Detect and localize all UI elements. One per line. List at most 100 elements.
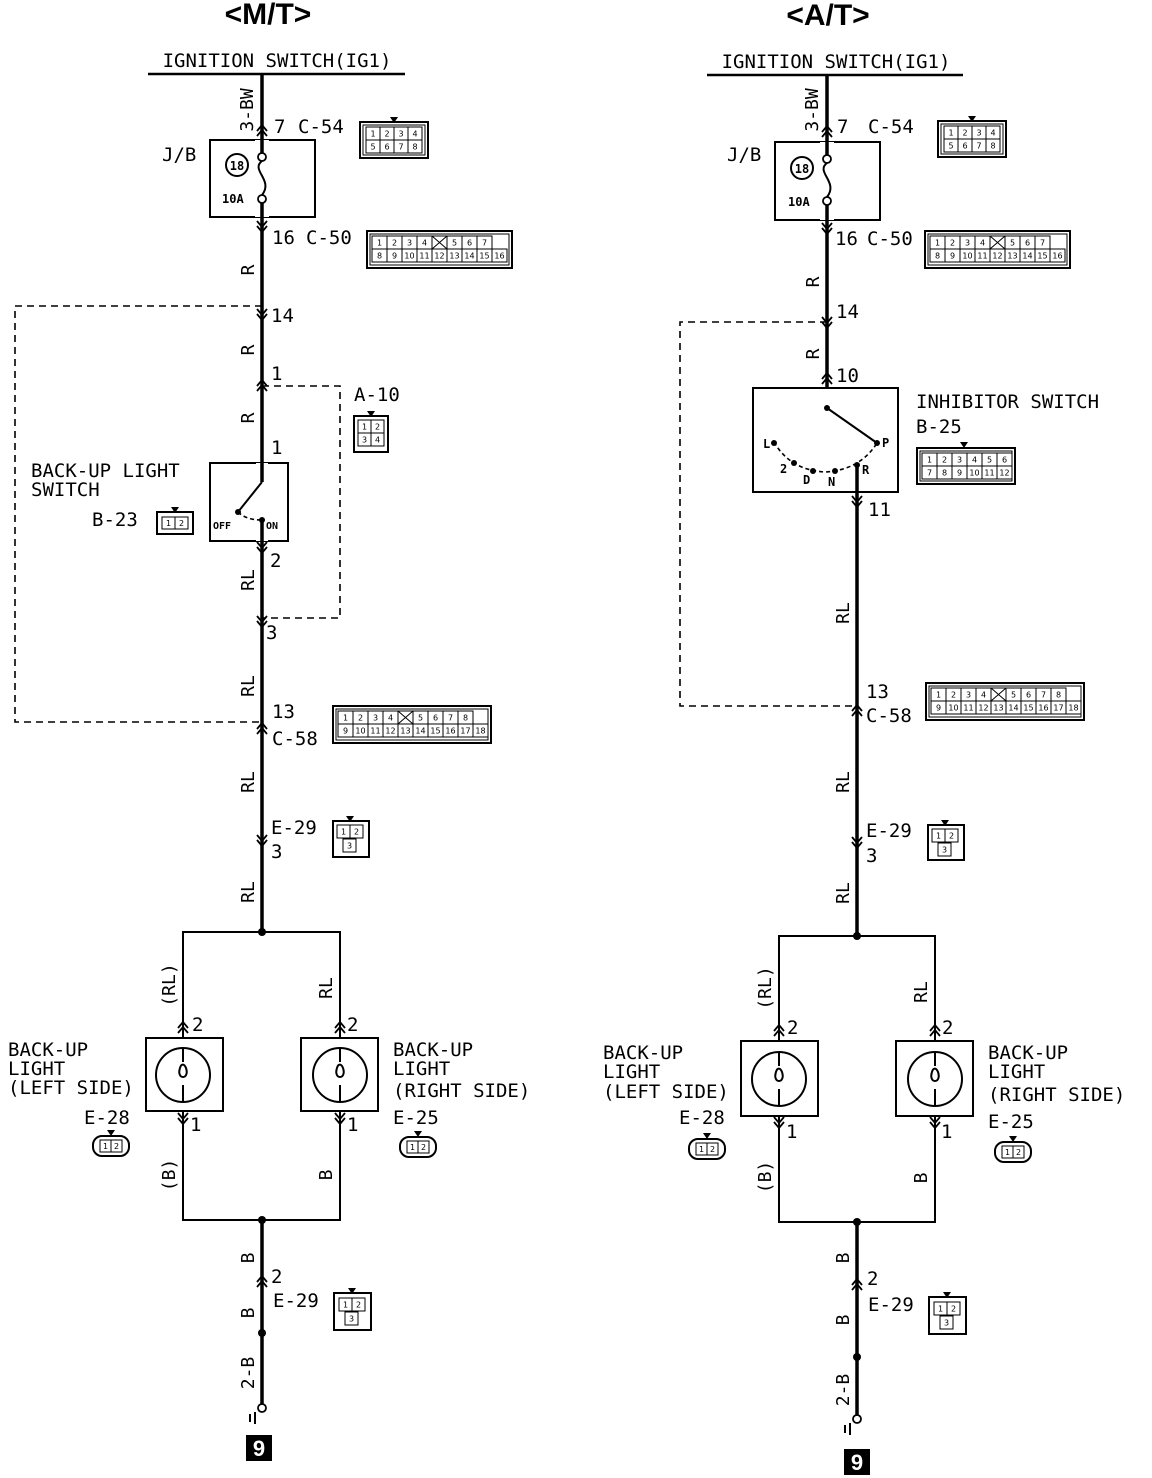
at-c54-pins-pin-label: 7 — [976, 142, 981, 151]
at-c58-pins-pin-label: 1 — [936, 691, 941, 700]
mt-wire-b1: B — [238, 1253, 259, 1264]
at-e29b-pin3-pin-label: 3 — [944, 1319, 949, 1328]
at-e29-pins-pin-label: 2 — [949, 832, 954, 841]
at-c54-pins-pin-label: 5 — [948, 142, 953, 151]
mt-c50-pins-pin-label: 5 — [452, 239, 457, 248]
mt-header: <M/T> — [225, 0, 312, 31]
mt-lamp-right-pin2: 2 — [347, 1014, 358, 1036]
at-right-lamp-label-3: (RIGHT SIDE) — [988, 1084, 1125, 1106]
at-wire-rl4: RL — [833, 882, 854, 904]
mt-c50-label: C-50 — [306, 227, 352, 249]
mt-right-lamp-label-3: (RIGHT SIDE) — [393, 1080, 530, 1102]
mt-jb-label: J/B — [162, 144, 196, 166]
at-b25-pins-pin-label: 11 — [984, 469, 994, 478]
at-e25-pins-cell — [1012, 1145, 1025, 1159]
mt-switch-off: OFF — [213, 521, 231, 532]
at-b25-pins-pin-label: 9 — [957, 469, 962, 478]
at-c50-pins-pin-label: 13 — [1007, 252, 1017, 261]
mt-ground-symbol — [249, 1403, 267, 1424]
mt-ignition-switch-label: IGNITION SWITCH(IG1) — [163, 50, 392, 72]
at-b25-pins-pin-label: 1 — [927, 456, 932, 465]
mt-c54-pins-pin-label: 6 — [384, 143, 389, 152]
mt-c58-pins-pin-label: 13 — [400, 727, 410, 736]
at-wire-b2: B — [833, 1315, 854, 1326]
mt-fuse-number: 18 — [230, 159, 244, 173]
mt-a10-pin: 1 — [271, 363, 282, 385]
at-e29-pin3-cell — [937, 842, 952, 857]
at-wire-b-left: (B) — [755, 1161, 776, 1194]
at-fuse-number: 18 — [795, 162, 809, 176]
mt-switch-pin1: 1 — [271, 437, 282, 459]
at-ground-symbol — [844, 1414, 862, 1435]
at-pos-n: N — [828, 475, 835, 489]
at-c50-pins-cell — [1049, 248, 1066, 263]
mt-c50-pins-pin-label: 16 — [494, 252, 504, 261]
at-jb-label: J/B — [727, 144, 761, 166]
at-c54-pins-pin-label: 4 — [990, 129, 995, 138]
mt-c58-pins-pin-label: 11 — [370, 727, 380, 736]
mt-c54-pin: 7 — [274, 116, 285, 138]
mt-e29-pin: 3 — [271, 841, 282, 863]
at-c50-pins-pin-label: 15 — [1037, 252, 1047, 261]
mt-e25-pins-pin-label: 2 — [421, 1143, 426, 1152]
at-wire-rl1: RL — [833, 602, 854, 624]
mt-lamp-right-pin1: 1 — [347, 1114, 358, 1136]
mt-b23-pins-cell — [174, 516, 189, 530]
mt-b23-pins-pin-label: 2 — [179, 519, 184, 528]
mt-c50-pins-pin-label: 11 — [419, 252, 429, 261]
at-c50-pins-pin-label: 12 — [992, 252, 1002, 261]
at-c50-pins-pin-label: 5 — [1010, 239, 1015, 248]
at-e29b-pin3: 3 — [939, 1315, 954, 1330]
at-inhibitor-pin10: 10 — [836, 365, 859, 387]
at-b25-pins-pin-label: 3 — [957, 456, 962, 465]
at-c58-pins-pin-label: 5 — [1011, 691, 1016, 700]
mt-c58-pins-pin-label: 4 — [388, 714, 393, 723]
at-wire-rl3: RL — [833, 771, 854, 793]
at-e29b-pin3-cell — [939, 1315, 954, 1330]
at-c58-pins-pin-label: 10 — [948, 704, 958, 713]
mt-c50-pin: 16 — [272, 227, 295, 249]
mt-a10-label: A-10 — [354, 384, 400, 406]
mt-right-lamp-label-1: BACK-UP — [393, 1039, 473, 1061]
at-c50-label: C-50 — [867, 228, 913, 250]
at-wire-2b: 2-B — [833, 1374, 854, 1407]
mt-c50-pins-blank-cross — [431, 235, 448, 250]
mt-fuse-number-circle — [225, 153, 249, 177]
at-c58-pins-pin-label: 7 — [1041, 691, 1046, 700]
at-e29b-pins-pin-label: 1 — [938, 1305, 943, 1314]
mt-wire-b-left: (B) — [159, 1159, 180, 1192]
mt-ground-point: 9 — [253, 1436, 265, 1461]
mt-e29-pin3: 3 — [342, 838, 357, 853]
at-c58-pins-pin-label: 12 — [978, 704, 988, 713]
at-c58-pins-pin-label: 8 — [1056, 691, 1061, 700]
at-c58-pins-pin-label: 15 — [1023, 704, 1033, 713]
mt-e28-pins-cell — [110, 1139, 123, 1153]
at-b25-pins-cell — [996, 465, 1013, 480]
mt-a10-pins-pin-label: 2 — [375, 423, 380, 432]
mt-e29b-pins-pin-label: 2 — [356, 1301, 361, 1310]
mt-c54-label: C-54 — [298, 116, 344, 138]
at-b25-label: B-25 — [916, 416, 962, 438]
at-e28-pins-pin-label: 2 — [710, 1145, 715, 1154]
mt-c58-pins-pin-label: 5 — [418, 714, 423, 723]
at-wire-r1: R — [803, 276, 824, 287]
at-inhibitor-switch: L 2 D N R P — [752, 387, 899, 493]
mt-e29-pins-pin-label: 1 — [341, 828, 346, 837]
mt-wire-rl-left: (RL) — [159, 963, 180, 1006]
mt-switch-label-1: BACK-UP LIGHT — [31, 460, 180, 482]
at-inhibitor-pin11: 11 — [868, 499, 891, 521]
at-wire-b-right: B — [911, 1173, 932, 1184]
mt-e29b-pins-pin-label: 1 — [343, 1301, 348, 1310]
mt-c50-pins-pin-label: 1 — [377, 239, 382, 248]
at-c54-pins-pin-label: 1 — [948, 129, 953, 138]
at-lamp-right-pin1: 1 — [941, 1121, 952, 1143]
at-left-lamp-label-2: LIGHT — [603, 1061, 660, 1083]
mt-c58-pins-pin-label: 2 — [358, 714, 363, 723]
at-pos-2: 2 — [780, 462, 787, 476]
at-b25-pins-pin-label: 6 — [1002, 456, 1007, 465]
at-pos-r: R — [862, 463, 870, 477]
